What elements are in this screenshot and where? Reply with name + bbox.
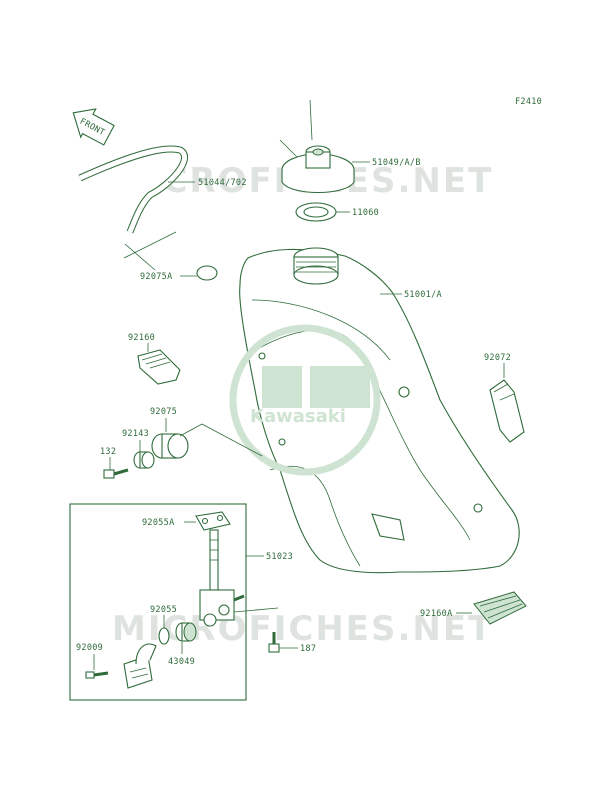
rubber-strap-part (489, 379, 525, 443)
label-o-ring: 92055 (150, 605, 177, 615)
fuel-cap-part (279, 99, 355, 194)
label-breather-hose: 51044/702 (198, 178, 247, 188)
label-fuel-cap: 51049/A/B (372, 158, 421, 168)
tap-lever-part (123, 643, 157, 689)
bolt-small-part (103, 468, 129, 479)
label-cushion-front: 92160 (128, 333, 155, 343)
screw-part (85, 671, 109, 679)
front-arrow-icon: FRONT (72, 108, 115, 146)
logo-text: Kawasaki (250, 406, 346, 427)
label-collar: 92143 (122, 429, 149, 439)
o-ring-part (158, 627, 170, 645)
label-bolt-tap: 187 (300, 644, 316, 654)
figure-code: F2410 (515, 97, 542, 107)
label-fuel-tank: 51001/A (404, 290, 442, 300)
fuel-tap-assy-box (69, 503, 247, 701)
label-tap-gasket: 92055A (142, 518, 175, 528)
small-cap-part (196, 265, 218, 281)
label-fuel-tap-assy: 51023 (266, 552, 293, 562)
label-small-cap: 92075A (140, 272, 173, 282)
label-cushion-rear: 92160A (420, 609, 453, 619)
watermark-bottom: MICROFICHES.NET (112, 609, 493, 649)
damper-part (151, 433, 189, 459)
fuel-tap-part (199, 529, 279, 627)
label-filter: 43049 (168, 657, 195, 667)
cushion-front-part (137, 349, 181, 385)
collar-part (133, 451, 155, 469)
cushion-rear-part (473, 591, 527, 625)
label-bolt-small: 132 (100, 447, 116, 457)
label-cap-gasket: 11060 (352, 208, 379, 218)
tap-gasket-part (195, 511, 231, 531)
label-screw: 92009 (76, 643, 103, 653)
label-damper: 92075 (150, 407, 177, 417)
breather-hose-part (78, 145, 188, 271)
kawasaki-logo: Kawasaki (229, 324, 381, 476)
cap-gasket-part (295, 202, 337, 222)
label-rubber-strap: 92072 (484, 353, 511, 363)
filter-part (175, 622, 197, 642)
